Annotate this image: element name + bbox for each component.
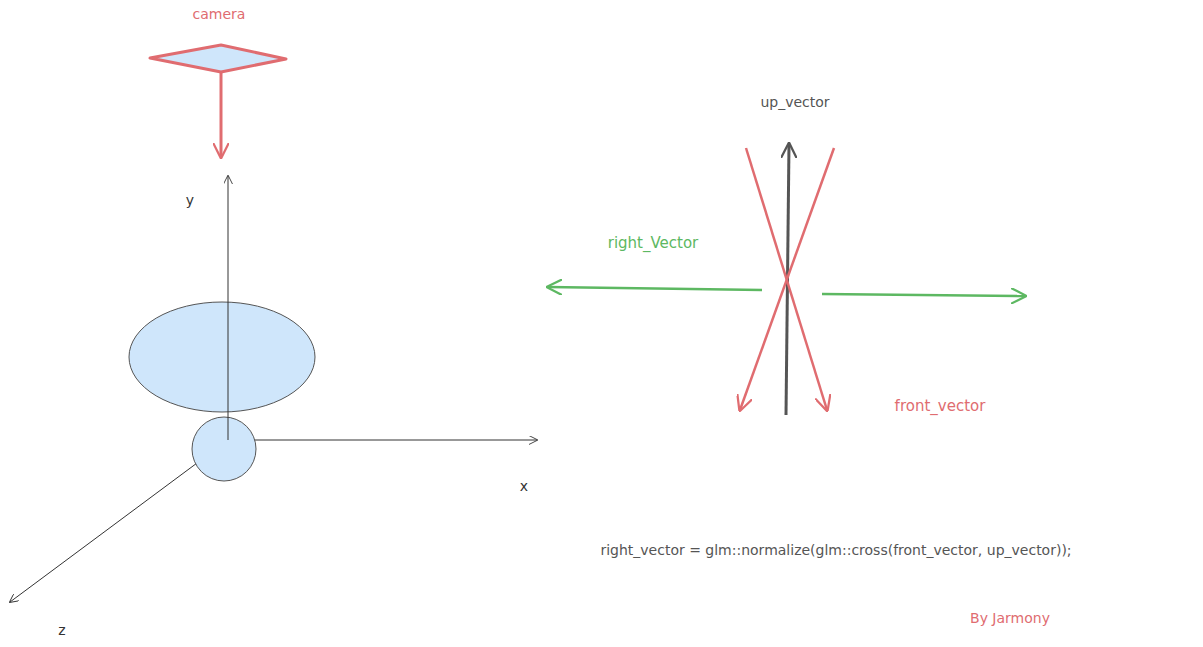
code-line: right_vector = glm::normalize(glm::cross… <box>600 542 1071 559</box>
camera-direction-arrow <box>220 72 223 157</box>
vector-label: up_vector <box>760 94 829 111</box>
axis-label: z <box>58 622 65 639</box>
author-note: By Jarmony <box>970 610 1050 627</box>
right-vector-arrow <box>548 287 762 290</box>
x-axis <box>228 440 537 441</box>
vector-label: right_Vector <box>608 234 699 252</box>
ellipse-object <box>129 302 315 412</box>
vector-label: front_vector <box>895 397 986 415</box>
sphere-object <box>192 417 256 481</box>
camera-node: camera <box>148 6 290 76</box>
front-vector-arrow <box>740 148 834 410</box>
y-axis <box>228 176 229 440</box>
camera-label: camera <box>148 6 290 23</box>
axis-label: y <box>186 192 194 209</box>
axis-label: x <box>520 478 528 495</box>
z-axis <box>10 440 228 602</box>
camera-diamond <box>150 45 286 72</box>
right-vector-arrow <box>822 294 1025 296</box>
